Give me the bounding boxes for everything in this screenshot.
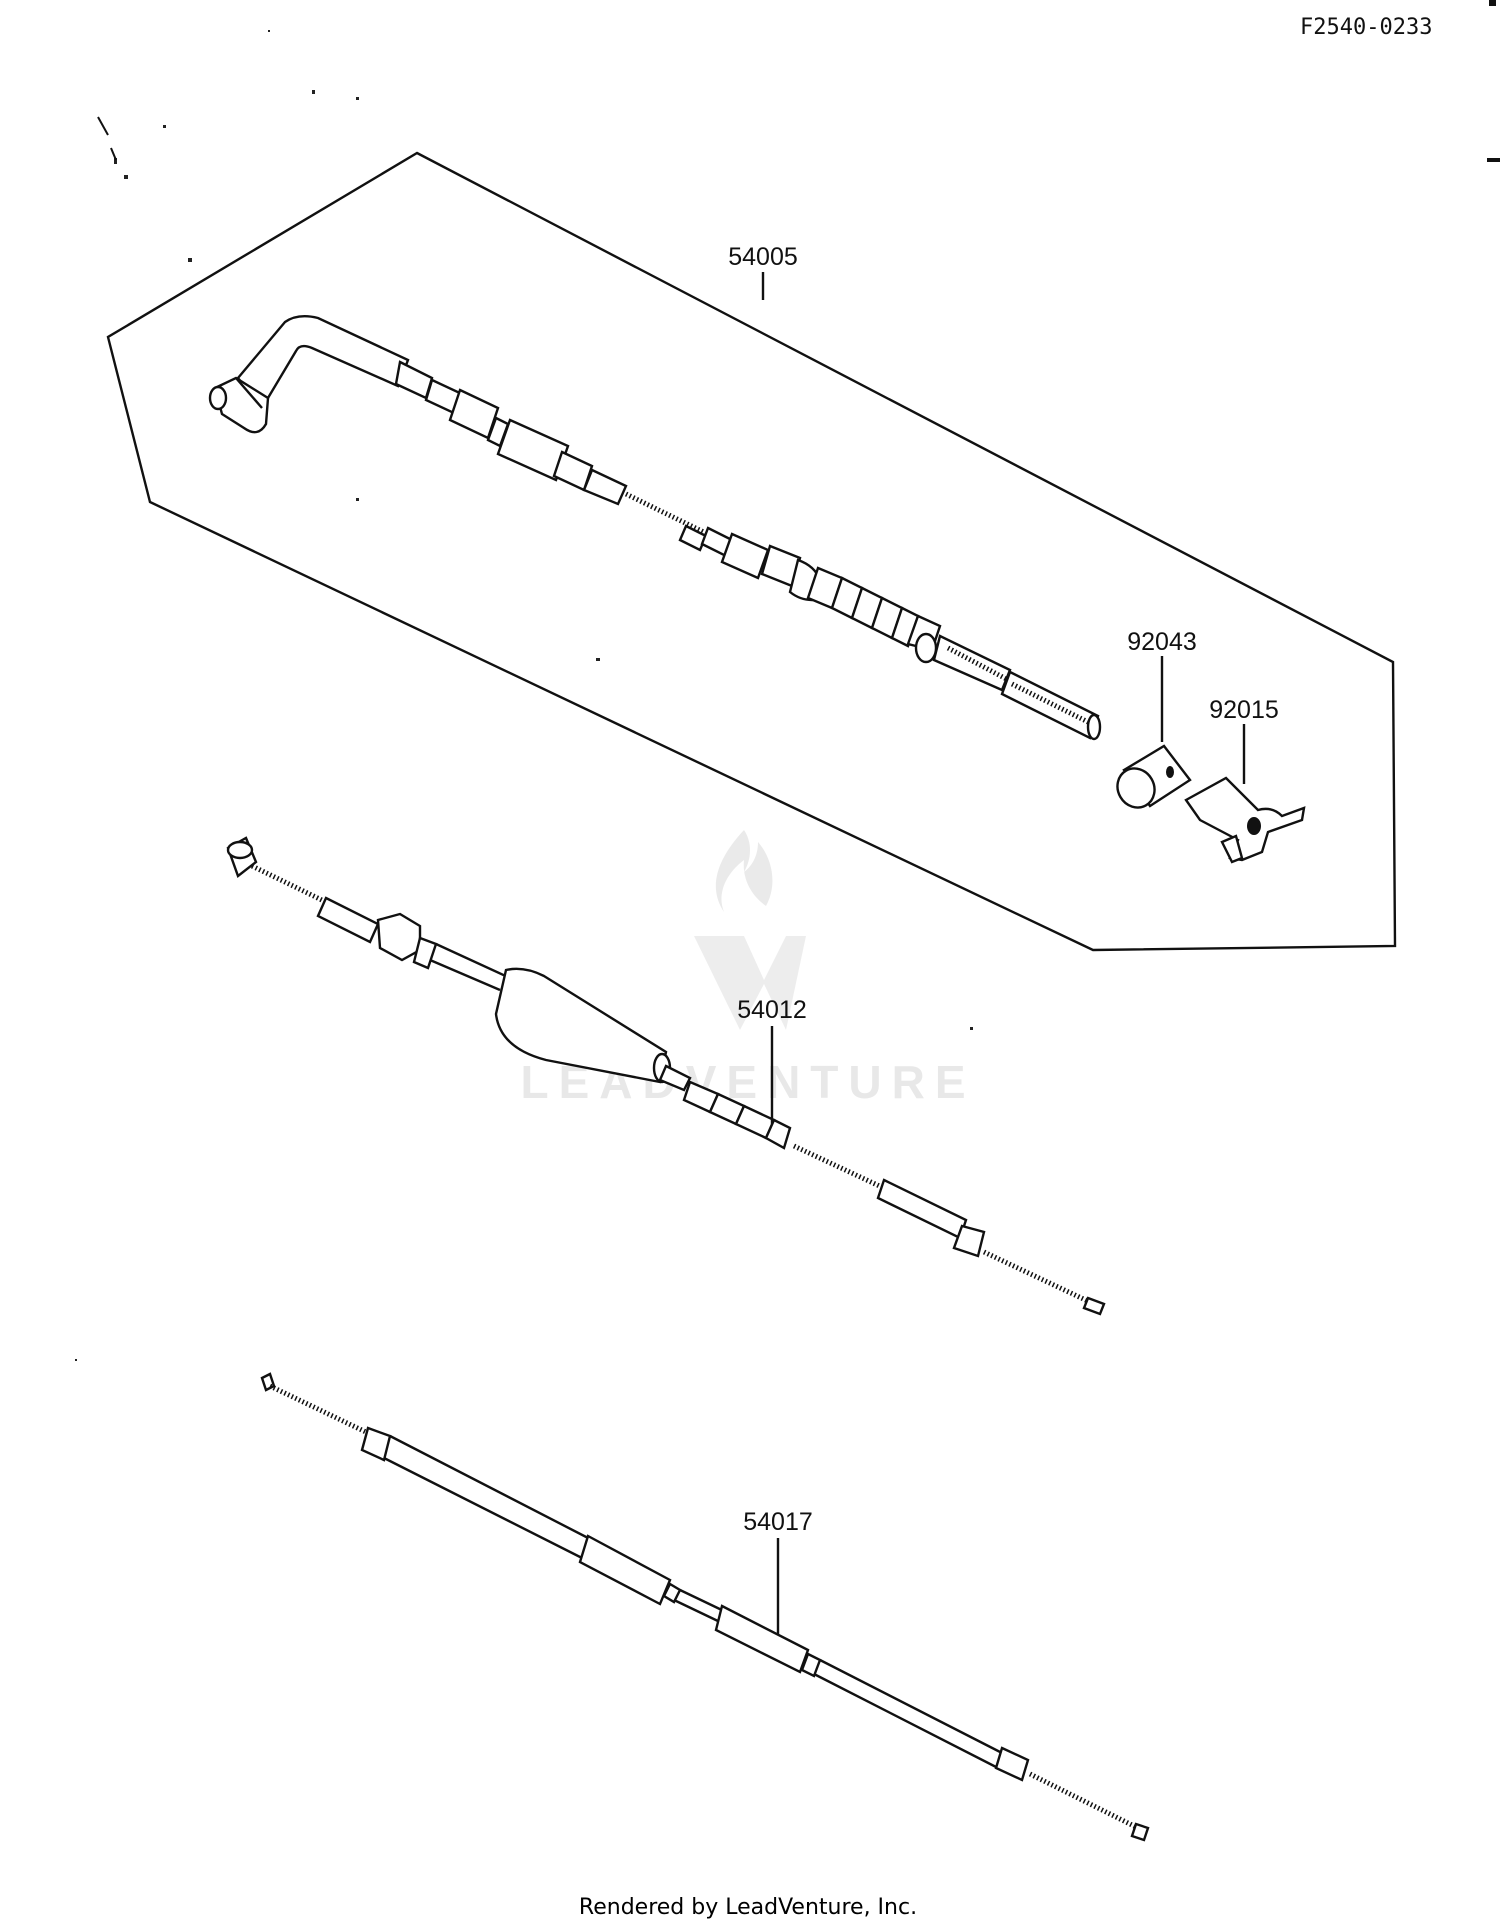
assembly-outline-54005 bbox=[106, 151, 1397, 952]
cable-54017 bbox=[260, 1372, 1150, 1842]
part-number-54012: 54012 bbox=[737, 996, 807, 1024]
part-number-54017: 54017 bbox=[743, 1508, 813, 1536]
part-number-54005: 54005 bbox=[728, 243, 798, 271]
leadventure-watermark: LEADVENTURE bbox=[520, 830, 966, 1108]
part-number-92043: 92043 bbox=[1127, 628, 1197, 656]
rendered-by-footer: Rendered by LeadVenture, Inc. bbox=[579, 1895, 917, 1920]
wing-nut-92015 bbox=[1184, 776, 1306, 864]
part-number-92015: 92015 bbox=[1209, 696, 1279, 724]
collar-92043 bbox=[1116, 744, 1192, 809]
cable-54012 bbox=[226, 836, 1106, 1316]
diagram-code: F2540-0233 bbox=[1300, 15, 1432, 40]
leader-lines bbox=[761, 272, 1246, 1634]
cable-54005 bbox=[208, 315, 1102, 741]
